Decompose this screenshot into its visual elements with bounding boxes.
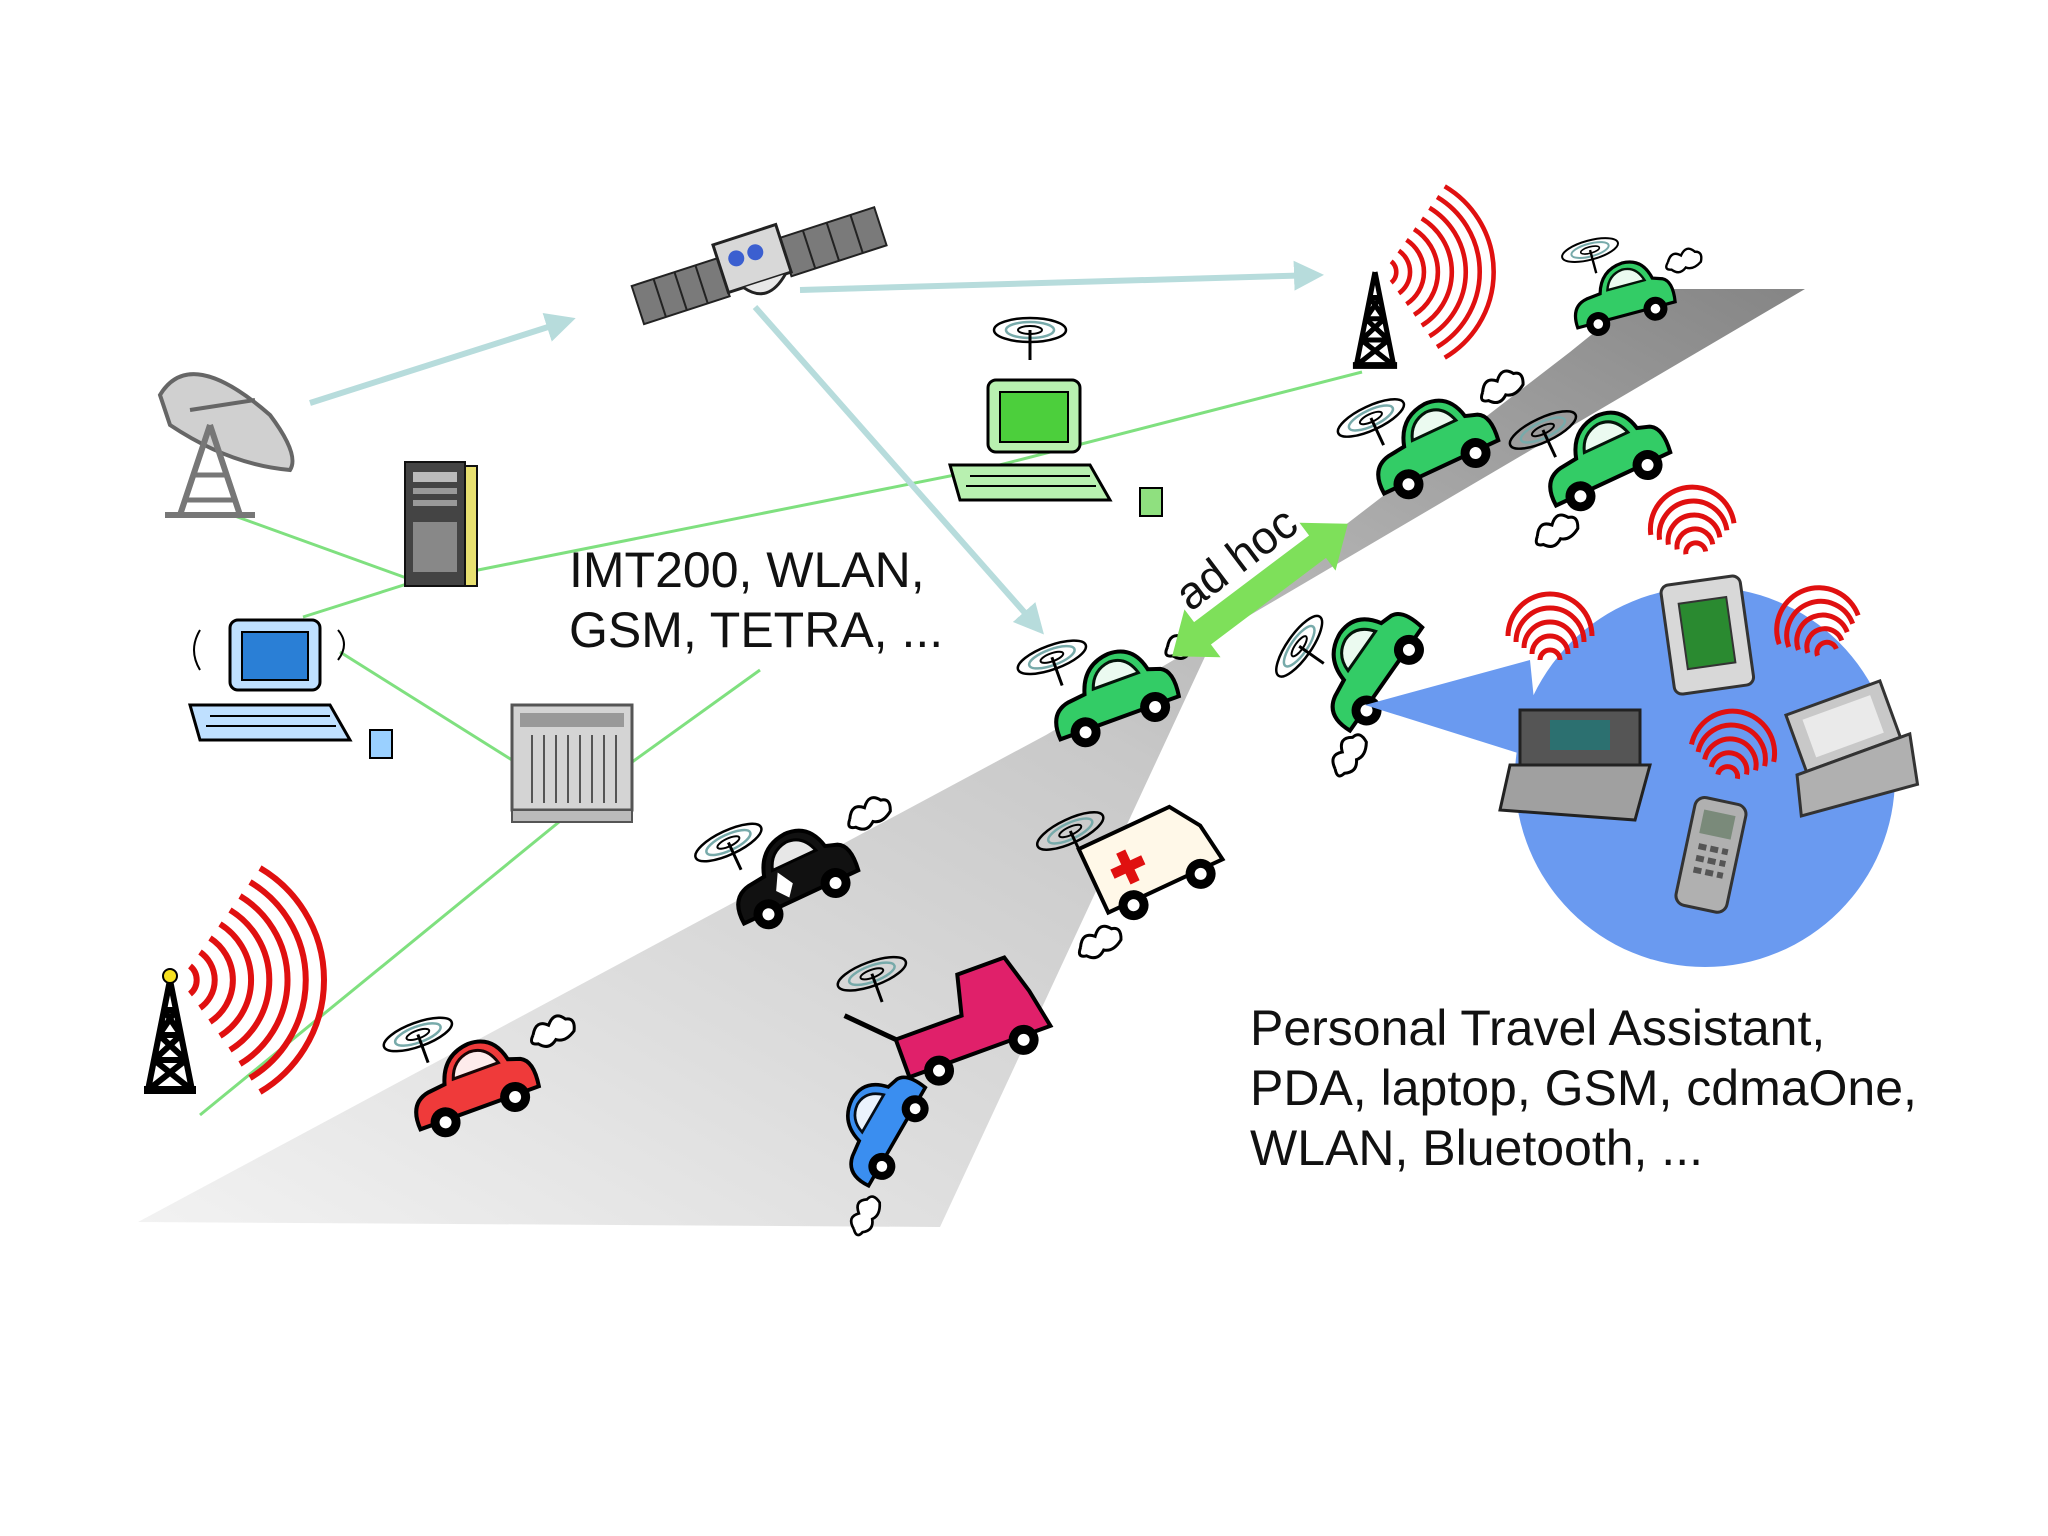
satellite-dish-icon [157, 372, 295, 518]
laptop-icon [1498, 594, 1652, 822]
devices-bubble [1515, 587, 1895, 967]
tow-truck-icon [832, 948, 1054, 1086]
bubble-pointer [1365, 660, 1540, 760]
desktop-computer-icon [948, 316, 1163, 517]
police-car-icon [689, 790, 897, 941]
ambulance-icon [1031, 803, 1226, 965]
server-icon [404, 461, 478, 587]
radio-tower-icon [144, 868, 324, 1094]
devices-label: Personal Travel Assistant, PDA, laptop, … [1250, 998, 1917, 1178]
road-surface [138, 289, 1805, 1227]
devices-label-line3: WLAN, Bluetooth, ... [1250, 1120, 1703, 1176]
rack-server-icon [510, 703, 634, 823]
devices-label-line2: PDA, laptop, GSM, cdmaOne, [1250, 1060, 1917, 1116]
mobile-phone-icon [1674, 703, 1782, 914]
laptop-icon [1729, 573, 1920, 818]
radio-tower-icon [1353, 186, 1494, 369]
devices-label-line1: Personal Travel Assistant, [1250, 1000, 1826, 1056]
network-label: IMT200, WLAN, GSM, TETRA, ... [569, 540, 943, 660]
satellite-links [309, 260, 1324, 635]
network-label-line2: GSM, TETRA, ... [569, 602, 944, 658]
satellite-icon [630, 206, 888, 326]
wired-links [199, 370, 1363, 1117]
desktop-computer-icon [188, 618, 393, 759]
pda-icon [1645, 482, 1756, 696]
network-label-line1: IMT200, WLAN, [569, 542, 925, 598]
